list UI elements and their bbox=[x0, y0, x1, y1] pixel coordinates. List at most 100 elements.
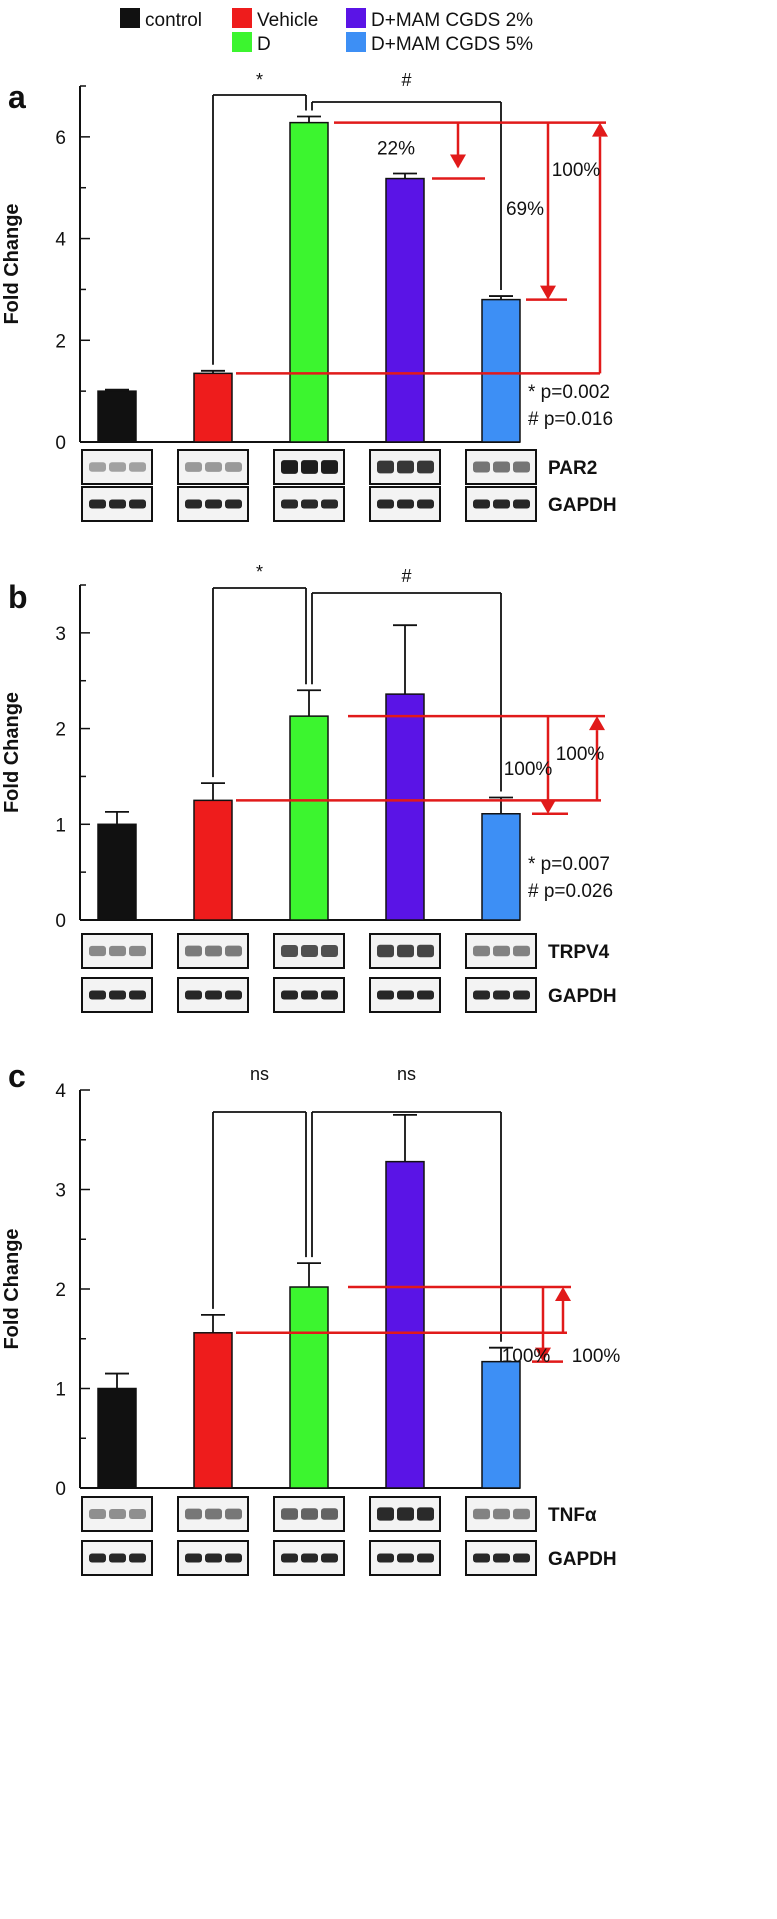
blot-band bbox=[321, 1553, 338, 1563]
blot-band bbox=[281, 1553, 298, 1563]
significance-label: * bbox=[256, 562, 263, 582]
y-tick-label: 0 bbox=[55, 911, 66, 932]
y-tick-label: 2 bbox=[55, 1280, 66, 1301]
blot-band bbox=[185, 462, 202, 472]
legend-swatch bbox=[232, 32, 252, 52]
blot-band bbox=[89, 945, 106, 957]
p-value-label: # p=0.016 bbox=[528, 409, 613, 430]
y-axis-label: Fold Change bbox=[1, 203, 23, 324]
blot-band bbox=[281, 1508, 298, 1520]
legend-label: D+MAM CGDS 5% bbox=[371, 34, 533, 55]
blot-band bbox=[397, 944, 414, 958]
blot-band bbox=[185, 1508, 202, 1520]
blot-band bbox=[225, 1508, 242, 1520]
blot-band bbox=[301, 1553, 318, 1563]
arrow-head bbox=[540, 285, 556, 300]
blot-band bbox=[109, 1508, 126, 1520]
blot-band bbox=[129, 1553, 146, 1563]
bar bbox=[97, 390, 137, 443]
blot-band bbox=[513, 1508, 530, 1520]
blot-band bbox=[109, 990, 126, 1000]
y-tick-label: 3 bbox=[55, 624, 66, 645]
blot-band bbox=[321, 944, 338, 958]
legend-swatch bbox=[120, 8, 140, 28]
y-tick-label: 2 bbox=[55, 331, 66, 352]
arrow-head bbox=[450, 154, 466, 169]
bar bbox=[193, 799, 233, 921]
blot-band bbox=[377, 1507, 394, 1521]
blot-band bbox=[89, 1553, 106, 1563]
legend-label: D bbox=[257, 34, 271, 55]
blot-band bbox=[377, 499, 394, 509]
y-tick-label: 2 bbox=[55, 720, 66, 741]
blot-band bbox=[225, 1553, 242, 1563]
y-tick-label: 4 bbox=[55, 230, 66, 251]
y-axis-label: Fold Change bbox=[1, 692, 23, 813]
blot-band bbox=[397, 460, 414, 474]
blot-band bbox=[417, 1553, 434, 1563]
blot-band bbox=[321, 1508, 338, 1520]
bar bbox=[289, 121, 329, 443]
p-value-label: * p=0.007 bbox=[528, 854, 610, 875]
blot-band bbox=[397, 1507, 414, 1521]
blot-band bbox=[493, 499, 510, 509]
legend-label: Vehicle bbox=[257, 10, 318, 31]
bar bbox=[97, 1387, 137, 1489]
blot-band bbox=[301, 499, 318, 509]
blot-band bbox=[473, 990, 490, 1000]
blot-band bbox=[321, 499, 338, 509]
significance-label: # bbox=[401, 70, 411, 90]
blot-band bbox=[109, 1553, 126, 1563]
blot-band bbox=[417, 460, 434, 474]
legend-swatch bbox=[346, 32, 366, 52]
blot-band bbox=[185, 1553, 202, 1563]
bar bbox=[385, 693, 425, 921]
legend-label: control bbox=[145, 10, 202, 31]
blot-label: TRPV4 bbox=[548, 942, 610, 963]
blot-band bbox=[493, 1508, 510, 1520]
bar bbox=[481, 813, 521, 921]
p-value-label: # p=0.026 bbox=[528, 881, 613, 902]
blot-band bbox=[513, 990, 530, 1000]
blot-lane-box bbox=[81, 449, 153, 485]
blot-band bbox=[493, 461, 510, 473]
panel-letter: c bbox=[8, 1058, 26, 1094]
percent-annotation: 100% bbox=[502, 1346, 551, 1367]
blot-band bbox=[377, 1553, 394, 1563]
blot-band bbox=[89, 1508, 106, 1520]
percent-annotation: 69% bbox=[506, 199, 544, 220]
blot-band bbox=[473, 1553, 490, 1563]
percent-annotation: 22% bbox=[377, 139, 415, 160]
blot-label: PAR2 bbox=[548, 458, 597, 479]
blot-band bbox=[281, 990, 298, 1000]
blot-band bbox=[281, 460, 298, 474]
blot-band bbox=[185, 945, 202, 957]
blot-label: GAPDH bbox=[548, 986, 617, 1007]
blot-band bbox=[281, 944, 298, 958]
blot-band bbox=[205, 945, 222, 957]
blot-band bbox=[225, 990, 242, 1000]
blot-band bbox=[129, 990, 146, 1000]
blot-band bbox=[473, 461, 490, 473]
bar bbox=[193, 1332, 233, 1489]
blot-band bbox=[377, 944, 394, 958]
blot-band bbox=[109, 945, 126, 957]
blot-band bbox=[417, 499, 434, 509]
blot-band bbox=[129, 1508, 146, 1520]
blot-band bbox=[301, 944, 318, 958]
blot-band bbox=[129, 499, 146, 509]
significance-label: ns bbox=[250, 1064, 269, 1084]
blot-band bbox=[185, 499, 202, 509]
blot-label: GAPDH bbox=[548, 1549, 617, 1570]
blot-band bbox=[397, 499, 414, 509]
blot-band bbox=[493, 1553, 510, 1563]
blot-band bbox=[129, 462, 146, 472]
legend-label: D+MAM CGDS 2% bbox=[371, 10, 533, 31]
y-tick-label: 6 bbox=[55, 128, 66, 149]
blot-band bbox=[301, 1508, 318, 1520]
arrow-head bbox=[592, 122, 608, 137]
blot-band bbox=[473, 945, 490, 957]
bar bbox=[97, 823, 137, 921]
blot-band bbox=[129, 945, 146, 957]
blot-band bbox=[89, 499, 106, 509]
